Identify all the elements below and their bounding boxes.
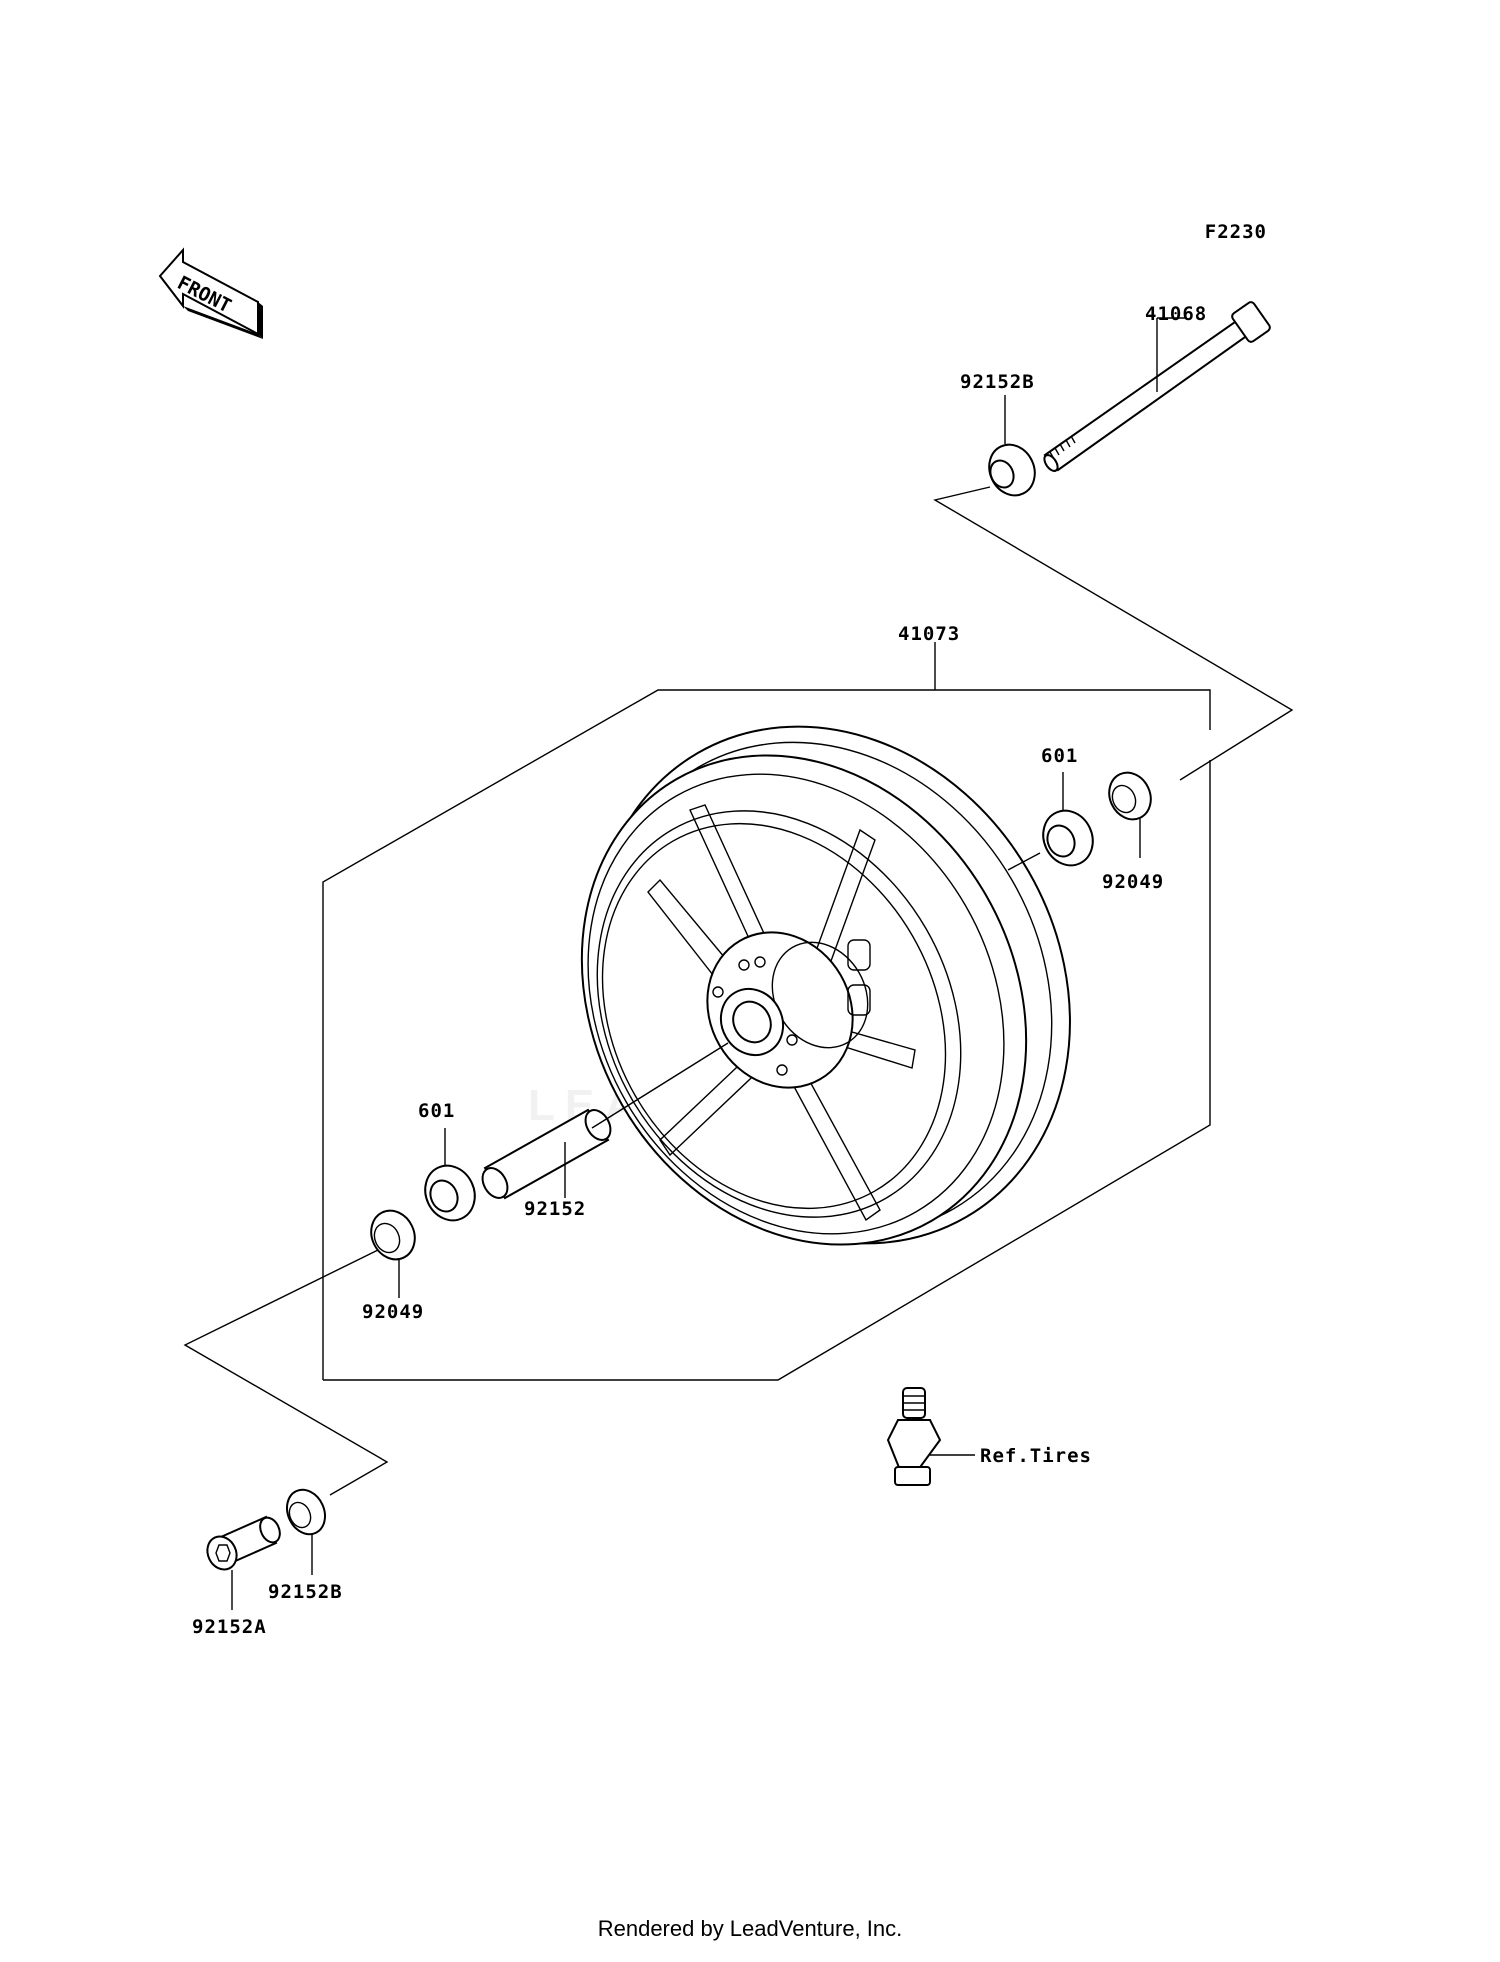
label-seal-left: 92049 — [362, 1301, 424, 1323]
bearing-right — [1042, 809, 1094, 867]
front-arrow-icon: FRONT — [158, 247, 263, 339]
diagram-code: F2230 — [1205, 221, 1267, 243]
valve-stem-icon — [886, 1387, 942, 1486]
label-spacer: 92152 — [524, 1198, 586, 1220]
spacer — [481, 1108, 612, 1200]
seal-right — [1108, 771, 1152, 821]
label-collar-top: 92152B — [960, 371, 1035, 393]
label-bearing-right: 601 — [1041, 745, 1078, 767]
label-collar-bottom: 92152B — [268, 1581, 343, 1603]
collar-a — [206, 1515, 281, 1571]
label-seal-right: 92049 — [1102, 871, 1164, 893]
seal-left — [370, 1209, 416, 1261]
axle — [1043, 301, 1271, 472]
label-wheel: 41073 — [898, 623, 960, 645]
label-collar-a: 92152A — [192, 1616, 267, 1638]
collar-bottom — [286, 1488, 326, 1536]
wheel — [580, 725, 1071, 1246]
bearing-left — [424, 1164, 476, 1222]
label-bearing-left: 601 — [418, 1100, 455, 1122]
footer-credit: Rendered by LeadVenture, Inc. — [597, 1916, 903, 1941]
collar-top — [988, 443, 1036, 497]
label-valve-ref: Ref.Tires — [980, 1445, 1092, 1467]
label-axle: 41068 — [1145, 303, 1207, 325]
